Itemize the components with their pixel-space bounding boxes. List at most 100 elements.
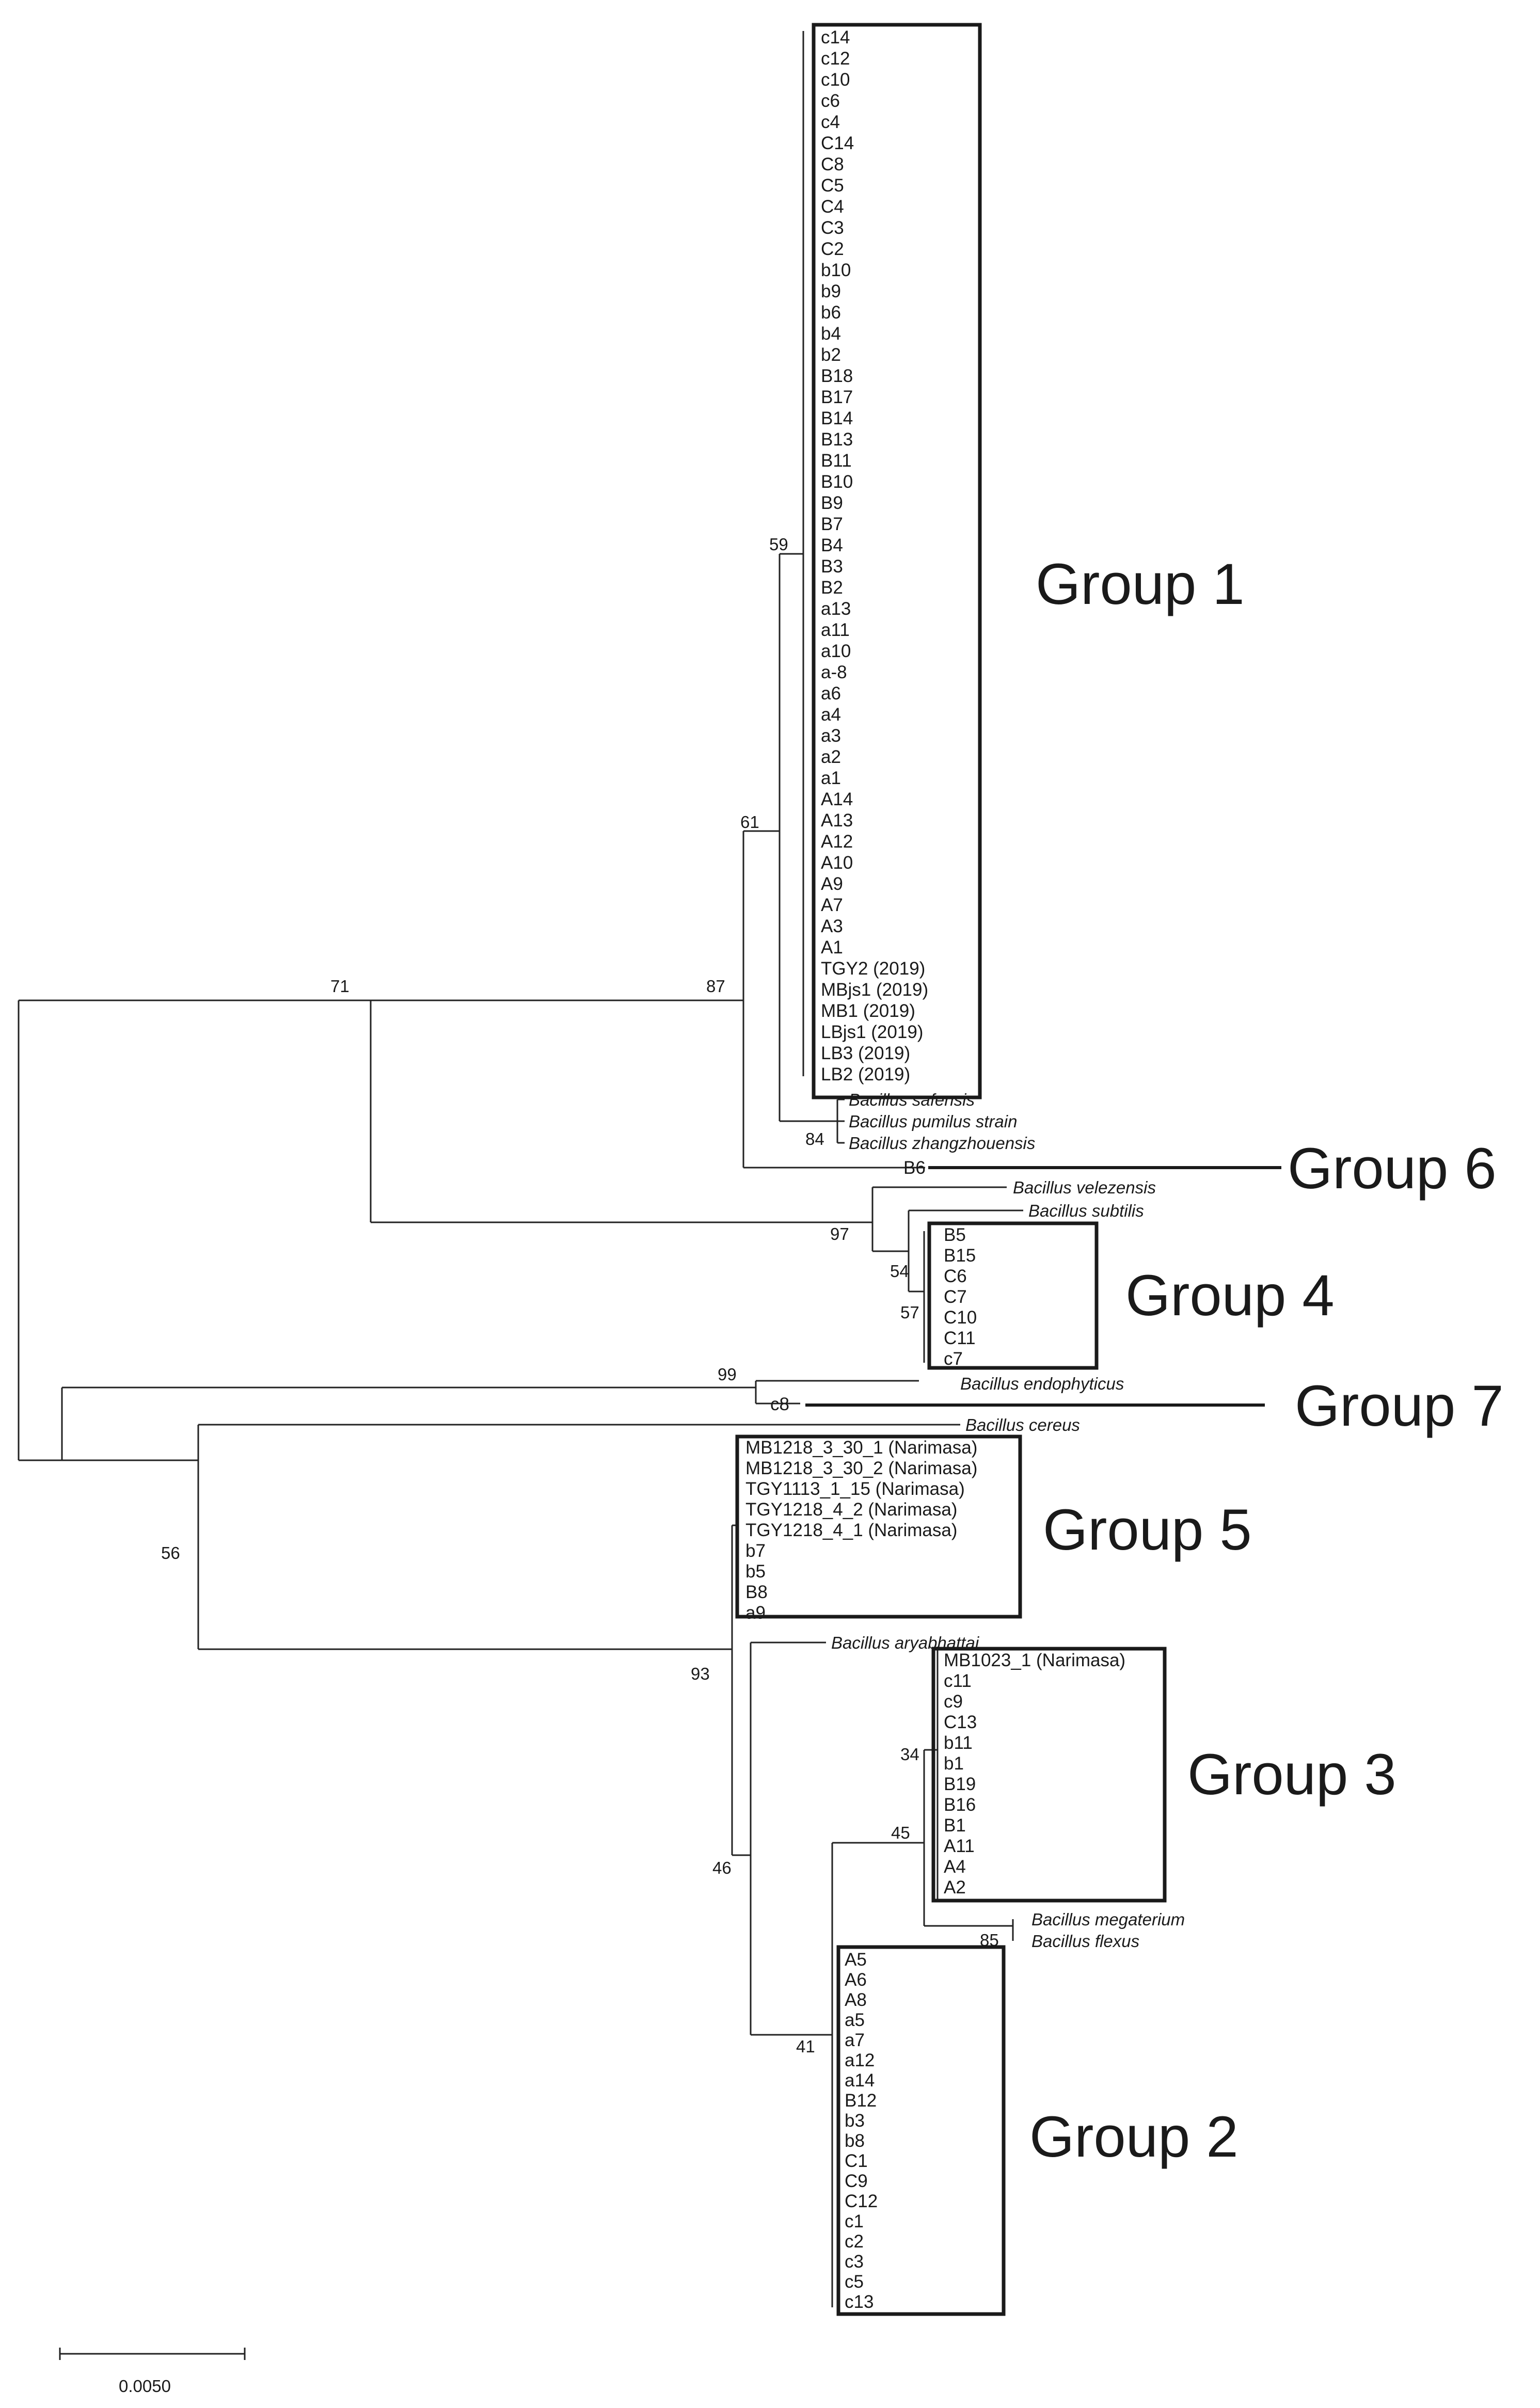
leaf-label: B3 xyxy=(821,556,843,577)
leaf-label: A6 xyxy=(845,1970,867,1990)
group-3-box xyxy=(931,1647,1167,1903)
leaf-label: B2 xyxy=(821,578,843,598)
group-1-leaves: c14 c12 c10 c6 c4 C14 C8 C5 C4 C3 C2 b10… xyxy=(821,27,928,1085)
leaf-label: C6 xyxy=(944,1266,967,1286)
leaf-label: C13 xyxy=(944,1712,977,1732)
bootstrap-value: 87 xyxy=(706,977,725,996)
species-label: Bacillus aryabhattai xyxy=(831,1633,980,1652)
leaf-label: C10 xyxy=(944,1307,977,1328)
leaf-label-c8: c8 xyxy=(770,1394,789,1414)
leaf-label: A13 xyxy=(821,810,853,831)
leaf-label: LB2 (2019) xyxy=(821,1064,910,1085)
leaf-label: c10 xyxy=(821,70,850,90)
group-labels: Group 1 Group 6 Group 4 Group 7 Group 5 … xyxy=(1029,552,1504,2169)
species-label: Bacillus cereus xyxy=(965,1415,1080,1434)
leaf-label: C14 xyxy=(821,133,854,153)
leaf-label: C5 xyxy=(821,176,844,196)
group-5-label: Group 5 xyxy=(1043,1497,1252,1562)
group-5-leaves: MB1218_3_30_1 (Narimasa) MB1218_3_30_2 (… xyxy=(745,1438,977,1623)
leaf-label: c13 xyxy=(845,2292,874,2312)
leaf-label: a13 xyxy=(821,599,851,619)
leaf-label: MBjs1 (2019) xyxy=(821,980,928,1000)
leaf-label: B16 xyxy=(944,1795,976,1815)
leaf-label: a14 xyxy=(845,2070,875,2091)
bootstrap-value: 99 xyxy=(718,1365,737,1384)
species-label: Bacillus flexus xyxy=(1031,1932,1139,1951)
leaf-label: c3 xyxy=(845,2252,864,2272)
leaf-label: B8 xyxy=(745,1582,768,1602)
leaf-label: C12 xyxy=(845,2191,878,2211)
leaf-label: c14 xyxy=(821,27,850,47)
leaf-label: B18 xyxy=(821,366,853,386)
group-boxes xyxy=(735,23,1281,2316)
leaf-label: b8 xyxy=(845,2131,865,2151)
leaf-label: b4 xyxy=(821,324,841,344)
leaf-label: A12 xyxy=(821,832,853,852)
leaf-label: A10 xyxy=(821,853,853,873)
leaf-label: c11 xyxy=(944,1671,972,1691)
leaf-label: a-8 xyxy=(821,662,847,682)
group-1-box xyxy=(812,23,982,1099)
leaf-label: MB1218_3_30_1 (Narimasa) xyxy=(745,1438,977,1458)
bootstrap-value: 93 xyxy=(691,1664,710,1683)
leaf-label: a7 xyxy=(845,2030,865,2050)
species-label: Bacillus velezensis xyxy=(1013,1178,1156,1197)
group-5-box xyxy=(735,1434,1022,1619)
leaf-label: B11 xyxy=(821,451,852,471)
scale-bar: 0.0050 xyxy=(59,2348,246,2396)
leaf-label: c9 xyxy=(944,1692,963,1712)
group-6-label: Group 6 xyxy=(1288,1136,1497,1201)
leaf-label: b2 xyxy=(821,345,841,365)
group-2-leaves: A5 A6 A8 a5 a7 a12 a14 B12 b3 b8 C1 C9 C… xyxy=(845,1950,878,2312)
species-label: Bacillus pumilus strain xyxy=(849,1112,1017,1131)
species-labels: Bacillus safensis Bacillus pumilus strai… xyxy=(770,1090,1185,1951)
leaf-label: c12 xyxy=(821,49,850,69)
bootstrap-value: 57 xyxy=(900,1303,919,1322)
leaf-label: b3 xyxy=(845,2111,865,2131)
group-7-label: Group 7 xyxy=(1295,1374,1504,1438)
bootstrap-value: 46 xyxy=(712,1858,732,1877)
leaf-label: B15 xyxy=(944,1246,976,1266)
leaf-label: LB3 (2019) xyxy=(821,1043,910,1063)
species-label: Bacillus safensis xyxy=(849,1090,975,1109)
leaf-label: b9 xyxy=(821,281,841,301)
bootstrap-value: 45 xyxy=(891,1823,910,1842)
leaf-label: B7 xyxy=(821,514,843,534)
leaf-label: B1 xyxy=(944,1815,966,1836)
leaf-label: b10 xyxy=(821,260,851,280)
leaf-label: B19 xyxy=(944,1774,976,1794)
leaf-label: MB1023_1 (Narimasa) xyxy=(944,1650,1125,1670)
leaf-label: B14 xyxy=(821,408,853,428)
leaf-label: A2 xyxy=(944,1877,966,1897)
bootstrap-value: 54 xyxy=(890,1262,909,1281)
leaf-label: a5 xyxy=(845,2010,865,2030)
species-label: Bacillus megaterium xyxy=(1031,1910,1185,1929)
leaf-label: C2 xyxy=(821,239,844,259)
tree-structure xyxy=(18,31,1023,2307)
leaf-label: C9 xyxy=(845,2171,868,2191)
leaf-label: A3 xyxy=(821,916,843,936)
leaf-label: B9 xyxy=(821,493,843,513)
leaf-label: b6 xyxy=(821,302,841,323)
leaf-label: A8 xyxy=(845,1990,867,2010)
leaf-label: c5 xyxy=(845,2272,864,2292)
leaf-label: c7 xyxy=(944,1349,963,1369)
bootstrap-value: 71 xyxy=(330,977,350,996)
leaf-label: A11 xyxy=(944,1836,975,1856)
leaf-label: A7 xyxy=(821,895,843,915)
leaf-label: C4 xyxy=(821,197,844,217)
leaf-label: LBjs1 (2019) xyxy=(821,1022,923,1042)
group-3-label: Group 3 xyxy=(1187,1742,1396,1807)
species-label: Bacillus subtilis xyxy=(1028,1201,1144,1220)
leaf-label: B13 xyxy=(821,429,853,450)
leaf-label: C3 xyxy=(821,218,844,238)
leaf-label: a11 xyxy=(821,620,850,640)
bootstrap-value: 85 xyxy=(980,1931,999,1950)
leaf-label: C11 xyxy=(944,1328,976,1348)
leaf-label: B4 xyxy=(821,535,843,555)
leaf-label: A1 xyxy=(821,937,843,958)
leaf-label: a9 xyxy=(745,1603,766,1623)
leaf-label: a10 xyxy=(821,641,851,661)
bootstrap-value: 61 xyxy=(740,812,759,832)
leaf-label: c2 xyxy=(845,2231,864,2252)
